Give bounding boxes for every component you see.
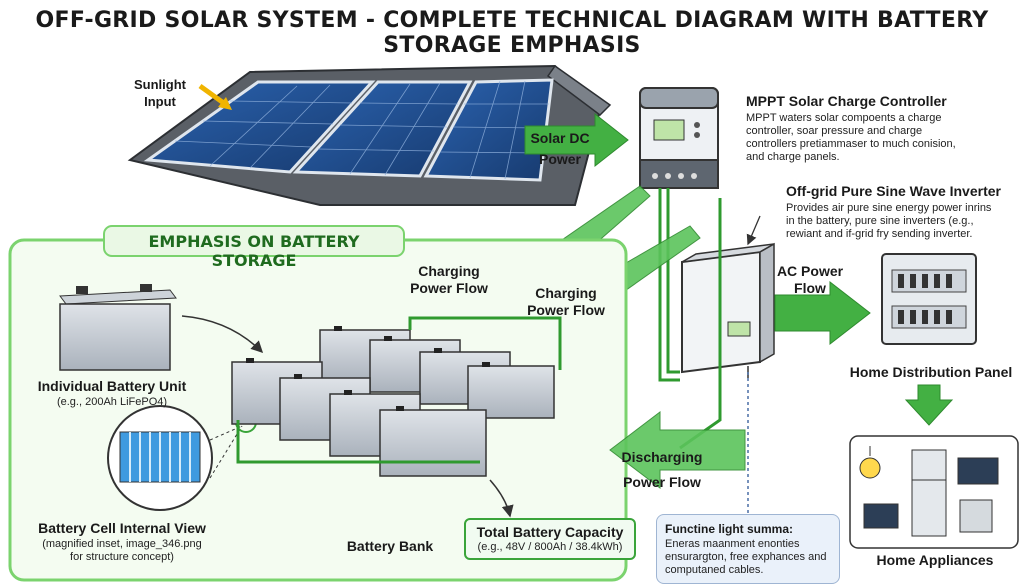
home-appliances-label: Home Appliances — [876, 552, 994, 568]
discharging-line1: Discharging — [621, 449, 703, 465]
capacity-title: Total Battery Capacity — [476, 524, 624, 540]
battery-unit-sub: (e.g., 200Ah LiFePO4) — [56, 396, 168, 408]
charging-label-2: Charging Power Flow — [518, 285, 614, 319]
discharging-line2: Power Flow — [623, 474, 701, 490]
solar-panel-array — [143, 78, 554, 182]
ac-power-label: AC Power Flow — [770, 263, 850, 297]
ac-power-line1: AC Power — [776, 263, 844, 279]
inverter-device — [681, 242, 775, 374]
page-title: OFF-GRID SOLAR SYSTEM - COMPLETE TECHNIC… — [35, 8, 989, 58]
individual-battery-drawing — [59, 284, 177, 371]
appliances-box — [849, 435, 1019, 549]
battery-unit-title: Individual Battery Unit — [37, 378, 187, 394]
summary-note: Functine light summa: Eneras maanment en… — [656, 514, 840, 584]
sunlight-arrow — [198, 83, 227, 107]
battery-cell-title: Battery Cell Internal View — [38, 520, 206, 536]
panel-to-appliances-arrow — [904, 384, 954, 426]
home-panel-label: Home Distribution Panel — [849, 364, 1013, 380]
inverter-title: Off-grid Pure Sine Wave Inverter — [786, 183, 1001, 199]
solar-dc-label: Solar DC Power — [520, 130, 600, 168]
inverter-desc: Provides air pure sine energy power inri… — [786, 202, 992, 240]
charging-2-line1: Charging — [535, 285, 597, 301]
controller-desc: MPPT waters solar compoents a charge con… — [746, 112, 956, 163]
battery-cell-sub: (magnified inset, image_346.png for stru… — [42, 538, 202, 563]
battery-bank-label: Battery Bank — [346, 538, 434, 554]
charging-1-line2: Power Flow — [410, 280, 488, 296]
charging-2-line2: Power Flow — [527, 302, 605, 318]
controller-title: MPPT Solar Charge Controller — [746, 93, 947, 109]
distribution-panel-device — [881, 253, 977, 345]
summary-body: Eneras maanment enonties ensurargton, fr… — [665, 538, 827, 576]
capacity-sub: (e.g., 48V / 800Ah / 38.4kWh) — [477, 541, 623, 553]
charging-label-1: Charging Power Flow — [404, 263, 494, 297]
charging-1-line1: Charging — [418, 263, 480, 279]
sunlight-label: Sunlight Input — [134, 77, 186, 109]
summary-title: Functine light summa: — [665, 522, 794, 536]
solar-dc-line1: Solar DC — [530, 130, 590, 146]
ac-power-arrow — [774, 280, 871, 346]
discharging-arrow — [609, 410, 746, 490]
discharging-label: Discharging Power Flow — [612, 449, 712, 491]
capacity-box: Total Battery Capacity (e.g., 48V / 800A… — [464, 518, 636, 560]
battery-bank-drawing — [231, 316, 562, 477]
battery-cell-inset-drawing — [107, 405, 213, 511]
ac-power-line2: Flow — [794, 280, 826, 296]
emphasis-title: EMPHASIS ON BATTERY STORAGE — [148, 232, 360, 270]
solar-dc-arrow — [524, 112, 629, 168]
solar-dc-line2: Power — [538, 151, 581, 167]
charge-controller-device — [639, 87, 719, 189]
